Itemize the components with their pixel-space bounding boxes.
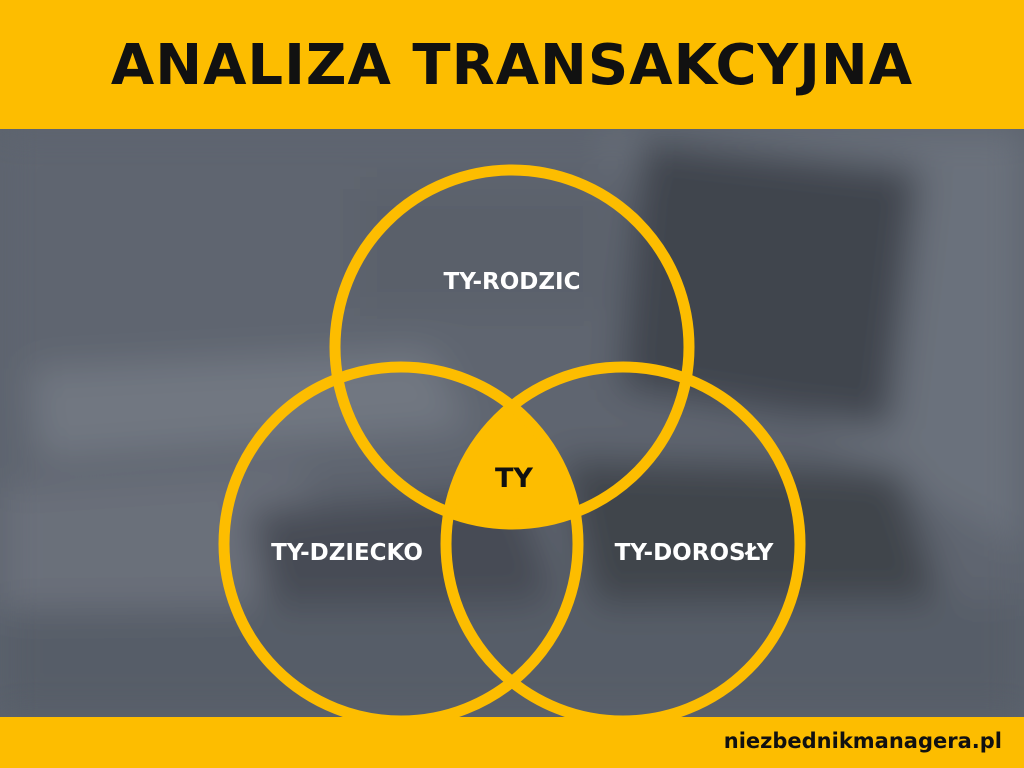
venn-diagram: TY-RODZIC TY-DZIECKO TY-DOROSŁY TY (0, 129, 1024, 717)
label-top: TY-RODZIC (444, 269, 581, 295)
diagram-area: TY-RODZIC TY-DZIECKO TY-DOROSŁY TY (0, 129, 1024, 717)
footer-url: niezbednikmanagera.pl (723, 729, 1002, 753)
footer-bar: niezbednikmanagera.pl (0, 717, 1024, 768)
circle-left (218, 361, 584, 717)
header-bar: ANALIZA TRANSAKCYJNA (0, 0, 1024, 129)
label-center: TY (495, 463, 533, 494)
label-left: TY-DZIECKO (271, 540, 423, 566)
center-intersection (446, 367, 578, 524)
circle-top (329, 164, 695, 530)
circle-right (440, 361, 806, 717)
page-title: ANALIZA TRANSAKCYJNA (110, 33, 914, 98)
label-right: TY-DOROSŁY (615, 540, 774, 566)
